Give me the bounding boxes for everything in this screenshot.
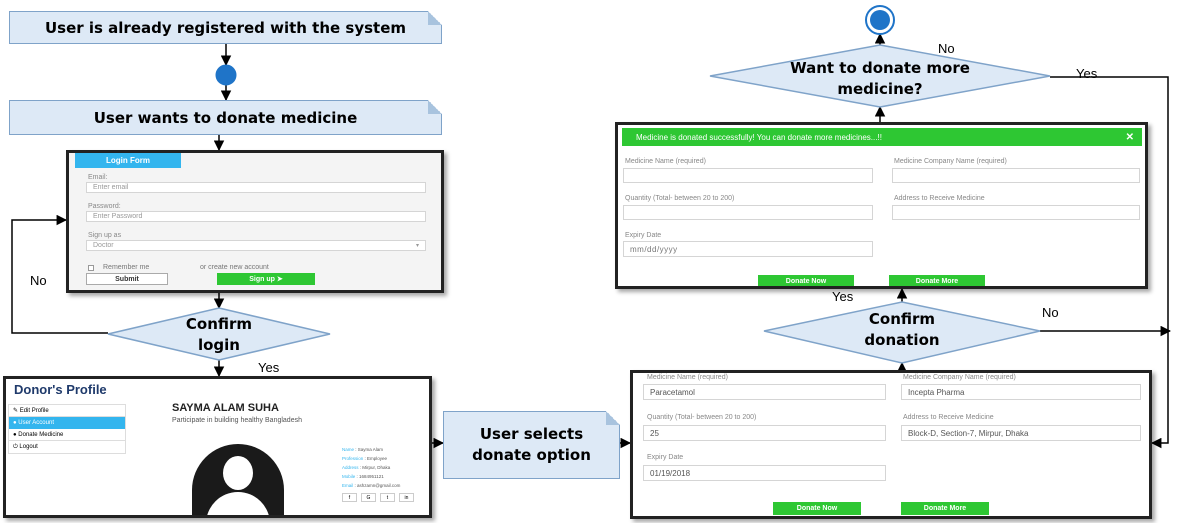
note-selects-donate-text: User selects donate option <box>472 425 591 464</box>
decision-donate-more: Want to donate more medicine? <box>790 59 970 98</box>
donate-more-button[interactable]: Donate More <box>901 502 989 515</box>
note-wants-donate-text: User wants to donate medicine <box>93 108 358 127</box>
menu-donate-medicine[interactable]: ● Donate Medicine <box>9 429 125 441</box>
donate-now-button[interactable]: Donate Now <box>758 275 854 286</box>
profile-title: Donor's Profile <box>14 382 107 397</box>
password-label: Password: <box>88 203 121 210</box>
decision-confirm-login-shape <box>107 307 331 361</box>
arrow-right-icon: ➤ <box>276 276 283 283</box>
google-icon[interactable]: G <box>361 493 376 502</box>
donor-profile-screenshot: Donor's Profile ✎ Edit Profile ● User Ac… <box>3 376 432 518</box>
social-links: f G t in <box>342 493 414 502</box>
address-label: Address to Receive Medicine <box>894 195 985 202</box>
edge-yes-more: Yes <box>1076 66 1098 81</box>
user-icon: ● <box>13 431 17 438</box>
linkedin-icon[interactable]: in <box>399 493 414 502</box>
company-label: Medicine Company Name (required) <box>894 158 1007 165</box>
detail-row: Name : Sayma Alam <box>342 447 384 452</box>
edge-no-login: No <box>30 273 47 288</box>
submit-button[interactable]: Submit <box>86 273 168 285</box>
signup-as-select[interactable]: Doctor ▾ <box>86 240 426 251</box>
edge-no-donation: No <box>1042 305 1059 320</box>
company-field[interactable]: Incepta Pharma <box>901 384 1141 400</box>
detail-row: Profession : Employee <box>342 456 388 461</box>
donate-now-button[interactable]: Donate Now <box>773 502 861 515</box>
decision-donate-more-shape <box>709 44 1051 108</box>
success-banner: Medicine is donated successfully! You ca… <box>622 128 1142 146</box>
medicine-name-label: Medicine Name (required) <box>647 374 728 381</box>
quantity-label: Quantity (Total- between 20 to 200) <box>647 414 757 421</box>
medicine-name-label: Medicine Name (required) <box>625 158 706 165</box>
expiry-label: Expiry Date <box>625 232 662 239</box>
close-icon[interactable]: ✕ <box>1125 131 1134 143</box>
avatar <box>192 444 284 515</box>
logout-icon: ⏻ <box>13 443 18 450</box>
edge-yes-donation: Yes <box>832 289 854 304</box>
note-registered-text: User is already registered with the syst… <box>44 18 407 37</box>
menu-user-account[interactable]: ● User Account <box>9 417 125 429</box>
quantity-field[interactable] <box>623 205 873 220</box>
facebook-icon[interactable]: f <box>342 493 357 502</box>
email-field[interactable]: Enter email <box>86 182 426 193</box>
profile-menu: ✎ Edit Profile ● User Account ● Donate M… <box>8 404 126 454</box>
quantity-field[interactable]: 25 <box>643 425 886 441</box>
medicine-name-field[interactable] <box>623 168 873 183</box>
signup-button[interactable]: Sign up ➤ <box>217 273 315 285</box>
address-field[interactable] <box>892 205 1140 220</box>
signup-button-label: Sign up <box>249 275 275 283</box>
menu-edit-profile-label: Edit Profile <box>19 407 49 414</box>
remember-checkbox[interactable] <box>88 265 94 271</box>
signup-as-value: Doctor <box>93 242 114 249</box>
password-field[interactable]: Enter Password <box>86 211 426 222</box>
menu-logout[interactable]: ⏻ Logout <box>9 441 125 453</box>
decision-confirm-donation-shape <box>763 301 1041 364</box>
login-form-screenshot: Login Form Email: Enter email Password: … <box>66 150 444 293</box>
expiry-field[interactable]: 01/19/2018 <box>643 465 886 481</box>
decision-confirm-donation: Confirm donation <box>864 310 940 349</box>
profile-tagline: Participate in building healthy Banglade… <box>172 417 302 424</box>
remember-label: Remember me <box>103 264 150 271</box>
company-label: Medicine Company Name (required) <box>903 374 1016 381</box>
chevron-down-icon: ▾ <box>415 243 419 249</box>
note-selects-donate: User selects donate option <box>443 411 620 479</box>
address-field[interactable]: Block-D, Section-7, Mirpur, Dhaka <box>901 425 1141 441</box>
edge-yes-login: Yes <box>258 360 280 375</box>
company-field[interactable] <box>892 168 1140 183</box>
menu-logout-label: Logout <box>19 444 38 450</box>
create-account-link[interactable]: or create new account <box>200 264 269 271</box>
login-form-tab: Login Form <box>75 153 181 168</box>
edge-no-more: No <box>938 41 955 56</box>
expiry-field[interactable]: mm/dd/yyyy <box>623 241 873 257</box>
pencil-icon: ✎ <box>13 408 19 414</box>
user-icon: ● <box>13 420 17 426</box>
initial-node <box>215 64 237 86</box>
donation-success-screenshot: Medicine is donated successfully! You ca… <box>615 122 1148 289</box>
note-wants-donate: User wants to donate medicine <box>9 100 442 135</box>
detail-row: Address : Mirpur, Dhaka <box>342 465 391 470</box>
signup-as-label: Sign up as <box>88 232 122 239</box>
success-banner-text: Medicine is donated successfully! You ca… <box>636 132 882 142</box>
profile-name: SAYMA ALAM SUHA <box>172 402 279 414</box>
note-registered: User is already registered with the syst… <box>9 11 442 44</box>
detail-row: Email : ashzamn@gmail.com <box>342 483 401 488</box>
menu-edit-profile[interactable]: ✎ Edit Profile <box>9 405 125 417</box>
expiry-label: Expiry Date <box>647 454 684 461</box>
twitter-icon[interactable]: t <box>380 493 395 502</box>
quantity-label: Quantity (Total- between 20 to 200) <box>625 195 735 202</box>
detail-row: Mobile : 1684951121 <box>342 474 384 479</box>
donation-form-screenshot: Medicine Name (required) Paracetamol Med… <box>630 370 1152 519</box>
menu-user-account-label: User Account <box>18 420 54 426</box>
medicine-name-field[interactable]: Paracetamol <box>643 384 886 400</box>
email-label: Email: <box>88 174 108 181</box>
decision-confirm-login: Confirm login <box>185 315 253 354</box>
address-label: Address to Receive Medicine <box>903 414 994 421</box>
donate-more-button[interactable]: Donate More <box>889 275 985 286</box>
profile-details: Name : Sayma Alam Profession : Employee … <box>342 445 429 490</box>
menu-donate-medicine-label: Donate Medicine <box>18 431 64 438</box>
